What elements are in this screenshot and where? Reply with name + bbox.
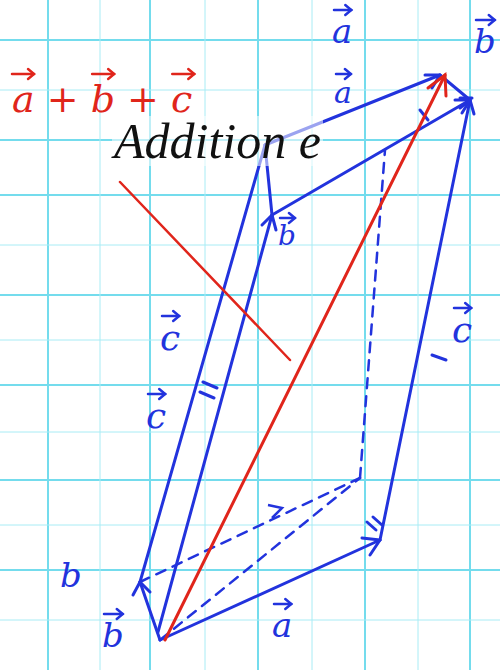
vector-arrow [92, 69, 114, 79]
vector-label: b [102, 618, 124, 652]
vector-arrow [12, 69, 34, 79]
vector-arrow [172, 69, 194, 79]
vector-label: c [452, 312, 472, 348]
vector-label: a [272, 608, 292, 642]
sum-arrowhead [428, 75, 446, 96]
hidden-arrow [268, 505, 282, 518]
vector-label: a [332, 14, 352, 48]
leader-line [120, 182, 290, 360]
sum-label: a + b + c [12, 80, 192, 118]
vector-label: b [474, 24, 496, 58]
vector-label: c [146, 398, 166, 434]
vector-label: b [278, 222, 296, 250]
hidden-edges [140, 150, 385, 640]
vector-label: c [160, 320, 180, 356]
heading-text: Addition e [112, 116, 323, 166]
vector-label: b [60, 558, 82, 592]
vector-label: a [334, 78, 352, 108]
